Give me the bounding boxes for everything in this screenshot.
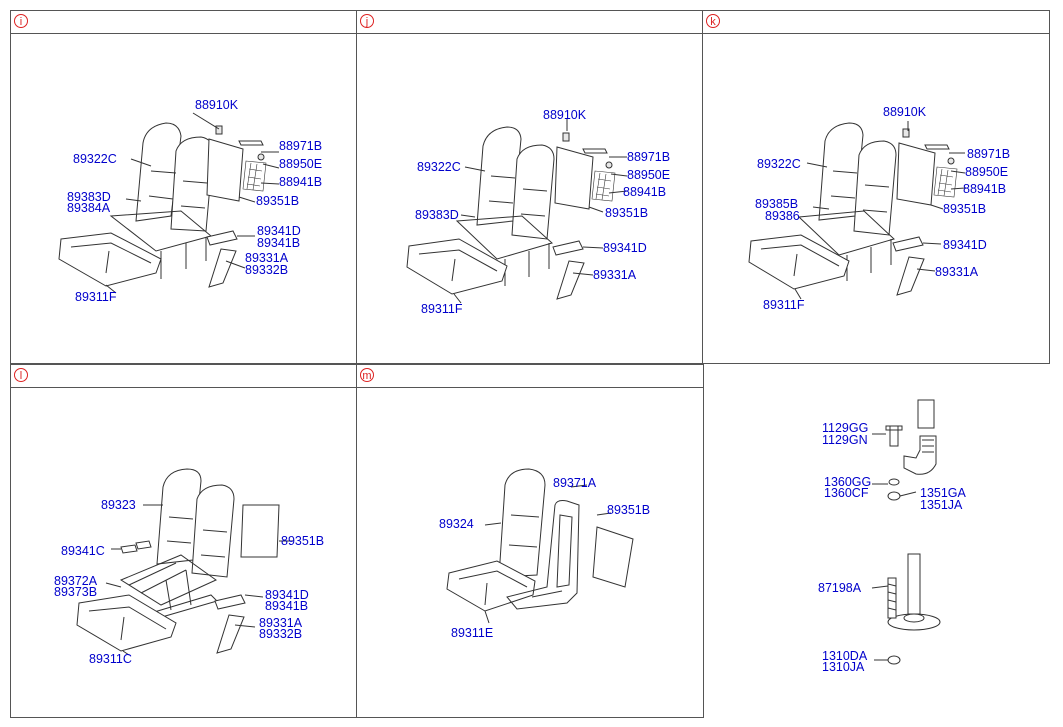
hardware-diagram (871, 399, 941, 665)
part-label: 89311C (89, 652, 132, 666)
part-label: 89311F (421, 302, 463, 316)
part-label: 89311E (451, 626, 494, 640)
panel-m: m 89371A 89351B 89324 89311E (356, 364, 704, 718)
part-label: 89332B (259, 627, 303, 641)
part-label: 88971B (967, 147, 1011, 161)
panel-k: k 88910K 88971B 88950E 88941B 89351B 893… (702, 10, 1050, 364)
panel-tag: m (360, 368, 374, 382)
panel-header: i (11, 11, 357, 34)
part-label: 89351B (281, 534, 325, 548)
part-label: 88910K (195, 98, 239, 112)
part-label: 87198A (818, 581, 862, 595)
part-label: 89386 (765, 209, 800, 223)
part-label: 1351GA (920, 486, 966, 500)
panel-i: i 88910K 88971B 88950E 88941B 89351B 893… (10, 10, 358, 364)
part-label: 1310DA (822, 649, 868, 663)
part-label: 89351B (256, 194, 300, 208)
part-label: 89331A (935, 265, 979, 279)
part-label: 88941B (279, 175, 323, 189)
part-label: 89341D (603, 241, 647, 255)
part-label: 89311F (763, 298, 805, 312)
seat-diagram-l (76, 468, 293, 656)
part-label: 1129GN (822, 433, 868, 447)
part-label: 88971B (627, 150, 671, 164)
part-label: 1360GG (824, 475, 872, 489)
panel-tag: l (14, 368, 28, 382)
part-label: 88941B (623, 185, 667, 199)
panel-j: j 88910K 88971B 88950E 88941B 89351B 893… (356, 10, 704, 364)
part-label: 89371A (553, 476, 597, 490)
panel-header: l (11, 365, 357, 388)
seat-diagram-j (406, 119, 628, 304)
part-label: 89373B (54, 585, 98, 599)
part-label: 88950E (279, 157, 323, 171)
part-label: 1351JA (920, 498, 963, 512)
part-label: 89322C (73, 152, 117, 166)
panel-header: j (357, 11, 703, 34)
part-label: 88910K (883, 105, 927, 119)
part-label: 1360CF (824, 486, 869, 500)
panel-header: m (357, 365, 703, 388)
part-label: 89351B (943, 202, 987, 216)
seat-diagram-k (748, 121, 966, 300)
part-label: 89332B (245, 263, 289, 277)
part-label: 89331A (259, 616, 303, 630)
hardware-area: 1129GG 1129GN 1360GG 1360CF 1351GA 1351J… (704, 364, 1050, 718)
part-label: 89383D (415, 208, 459, 222)
panel-tag: k (706, 14, 720, 28)
part-label: 88910K (543, 108, 587, 122)
panel-tag: j (360, 14, 374, 28)
part-label: 89331A (593, 268, 637, 282)
part-label: 88941B (963, 182, 1007, 196)
part-label: 89341B (265, 599, 309, 613)
part-label: 89372A (54, 574, 98, 588)
part-label: 89383D (67, 190, 111, 204)
part-label: 89351B (605, 206, 649, 220)
part-label: 1129GG (822, 421, 869, 435)
part-label: 89331A (245, 251, 289, 265)
part-label: 89341B (257, 236, 301, 250)
part-label: 89311F (75, 290, 117, 304)
panel-header: k (703, 11, 1049, 34)
part-label: 89341D (265, 588, 309, 602)
part-label: 89384A (67, 201, 111, 215)
part-label: 89341C (61, 544, 105, 558)
part-label: 89341D (943, 238, 987, 252)
part-label: 89385B (755, 197, 799, 211)
part-label: 1310JA (822, 660, 865, 674)
part-label: 89351B (607, 503, 651, 517)
part-label: 88950E (965, 165, 1009, 179)
part-label: 88950E (627, 168, 671, 182)
part-label: 89322C (757, 157, 801, 171)
panel-tag: i (14, 14, 28, 28)
part-label: 89323 (101, 498, 136, 512)
part-label: 89322C (417, 160, 461, 174)
seat-diagram-m (446, 468, 634, 624)
part-label: 89341D (257, 224, 301, 238)
seat-diagram-i (58, 112, 280, 294)
part-label: 88971B (279, 139, 323, 153)
part-label: 89324 (439, 517, 474, 531)
panel-l: l 89323 89351B 89341C 89372A 89373B 8934… (10, 364, 358, 718)
